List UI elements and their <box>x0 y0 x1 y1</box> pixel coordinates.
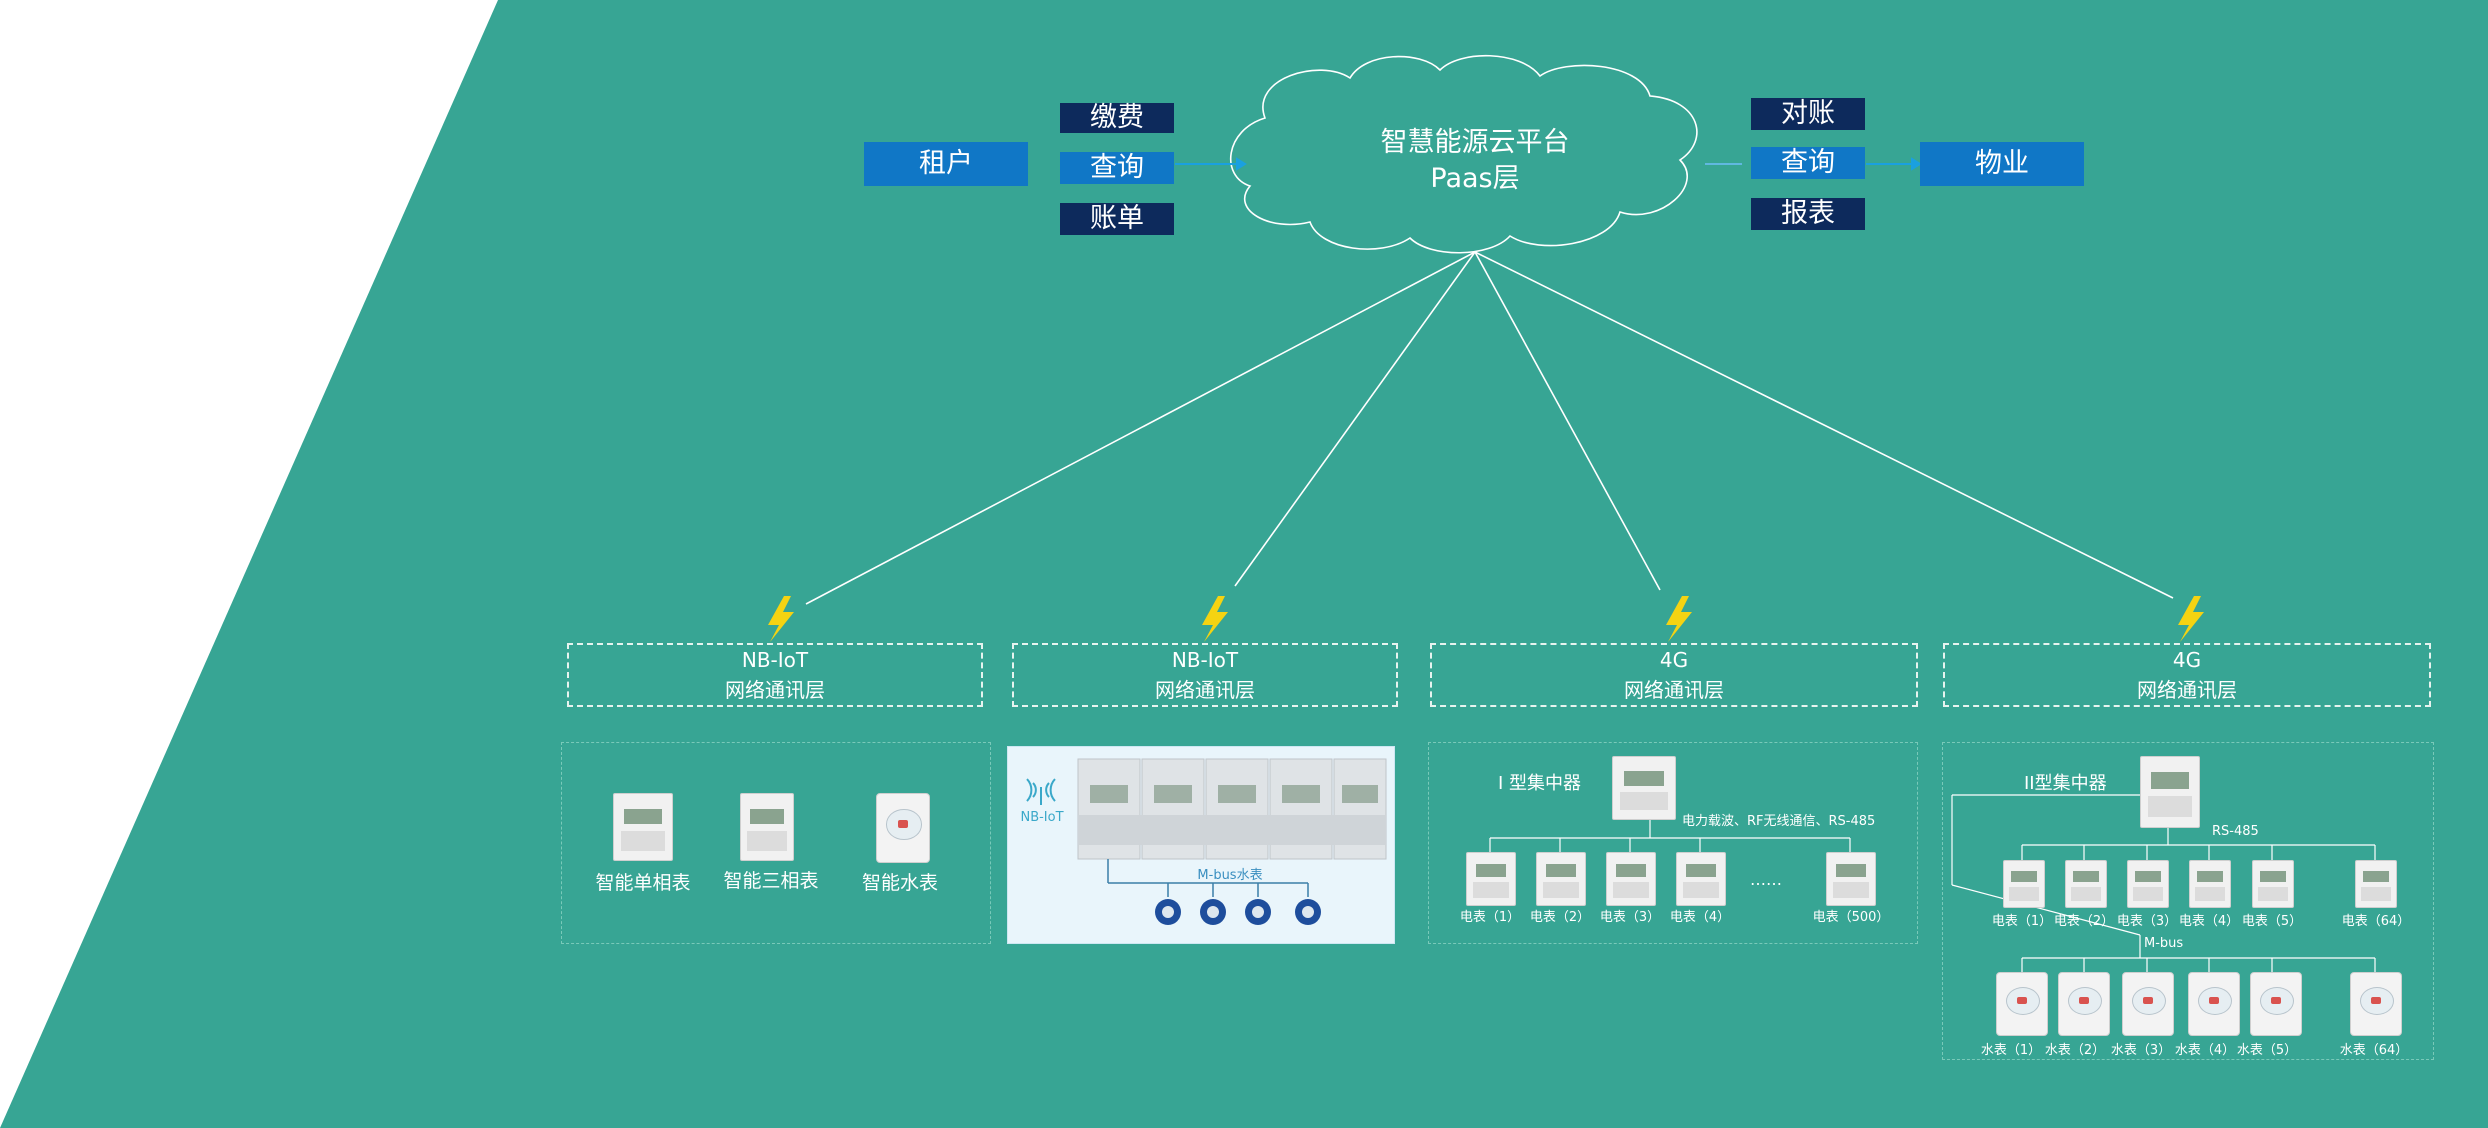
property-report: 报表 <box>1751 198 1865 230</box>
cloud-connectors <box>805 251 2174 605</box>
elec-meter-label: 电表（4） <box>2178 914 2240 929</box>
elec-meter-label: 电表（2） <box>2053 914 2115 929</box>
ellipsis: …… <box>1750 870 1782 889</box>
mbus-wiring <box>1107 859 1309 897</box>
elec-meter-image <box>2252 860 2294 908</box>
layer-box-4g-1: 4G 网络通讯层 <box>1430 643 1918 707</box>
water-meter-label: 水表（2） <box>2044 1043 2106 1058</box>
layer-name: 网络通讯层 <box>2137 678 2237 702</box>
elec-meter-label: 电表（1） <box>1459 910 1521 925</box>
layer-box-nbiot-1: NB-IoT 网络通讯层 <box>567 643 983 707</box>
mbus-water-meters <box>1155 899 1321 925</box>
elec-meter-image <box>1466 852 1516 906</box>
elec-meter-image <box>1826 852 1876 906</box>
cloud-subtitle: Paas层 <box>1430 163 1520 194</box>
layer-proto: 4G <box>1659 648 1689 672</box>
mbus-label: M-bus <box>2144 936 2184 951</box>
flow-arrows <box>1175 157 1922 171</box>
elec-meter-image <box>2127 860 2169 908</box>
single-phase-meter-label: 智能单相表 <box>595 872 691 894</box>
water-meter-label: 水表（1） <box>1980 1043 2042 1058</box>
elec-meter-label: 电表（3） <box>1599 910 1661 925</box>
elec-meter-label: 电表（2） <box>1529 910 1591 925</box>
lightning-icon <box>1666 596 1692 642</box>
water-meter-label: 水表（5） <box>2236 1043 2298 1058</box>
nbiot-rack-illustration <box>1026 758 1387 925</box>
elec-meter-label: 电表（5） <box>2241 914 2303 929</box>
elec-meter-label: 电表（500） <box>1812 910 1890 925</box>
elec-meter-image <box>2355 860 2397 908</box>
elec-meter-image <box>1536 852 1586 906</box>
elec-meter-image <box>1676 852 1726 906</box>
tenant-query: 查询 <box>1060 152 1174 184</box>
concentrator1-comm: 电力载波、RF无线通信、RS-485 <box>1682 814 1876 829</box>
cloud-label: 智慧能源云平台 Paas层 <box>1305 125 1645 197</box>
lightning-icon <box>2178 596 2204 642</box>
group4-wiring <box>1951 794 2376 972</box>
layer-proto: 4G <box>2172 648 2202 672</box>
elec-meter-label: 电表（3） <box>2116 914 2178 929</box>
rs485-label: RS-485 <box>2212 824 2259 839</box>
concentrator1-image <box>1612 756 1676 820</box>
water-meter-image <box>2058 972 2110 1036</box>
cloud-shape <box>1229 54 1698 254</box>
layer-name: 网络通讯层 <box>1624 678 1724 702</box>
nbiot-signal-icon <box>1026 778 1056 805</box>
single-phase-meter-image <box>613 793 673 861</box>
elec-meter-label: 电表（64） <box>2341 914 2411 929</box>
water-meter-image <box>2250 972 2302 1036</box>
tenant-pay: 缴费 <box>1060 103 1174 133</box>
water-meter-image <box>2188 972 2240 1036</box>
property-box: 物业 <box>1920 142 2084 186</box>
concentrator2-image <box>2140 756 2200 828</box>
property-reconcile: 对账 <box>1751 98 1865 130</box>
concentrator1-title: Ⅰ 型集中器 <box>1498 773 1582 794</box>
three-phase-meter-image <box>740 793 794 861</box>
water-meter-image <box>2350 972 2402 1036</box>
layer-name: 网络通讯层 <box>725 678 825 702</box>
lightning-icons <box>768 596 2204 642</box>
three-phase-meter-label: 智能三相表 <box>723 870 819 892</box>
tenant-box: 租户 <box>864 142 1028 186</box>
group3-box <box>1428 742 1918 944</box>
group1-box <box>561 742 991 944</box>
cloud-title: 智慧能源云平台 <box>1380 127 1570 158</box>
nbiot-rack-panel <box>1007 746 1395 944</box>
nbiot-label: NB-IoT <box>1020 810 1064 825</box>
elec-meter-label: 电表（1） <box>1991 914 2053 929</box>
layer-proto: NB-IoT <box>1171 648 1239 672</box>
elec-meter-image <box>2189 860 2231 908</box>
property-query: 查询 <box>1751 147 1865 179</box>
mbus-water-label: M-bus水表 <box>1197 868 1263 883</box>
lightning-icon <box>768 596 794 642</box>
elec-meter-label: 电表（4） <box>1669 910 1731 925</box>
layer-name: 网络通讯层 <box>1155 678 1255 702</box>
water-meter-image <box>2122 972 2174 1036</box>
water-meter-label: 水表（3） <box>2110 1043 2172 1058</box>
water-meter-label: 水表（64） <box>2339 1043 2409 1058</box>
water-meter-image <box>876 793 930 863</box>
layer-box-4g-2: 4G 网络通讯层 <box>1943 643 2431 707</box>
layer-proto: NB-IoT <box>741 648 809 672</box>
concentrator2-title: II型集中器 <box>2024 773 2107 794</box>
elec-meter-image <box>1606 852 1656 906</box>
elec-meter-image <box>2003 860 2045 908</box>
water-meter-label: 水表（4） <box>2174 1043 2236 1058</box>
elec-meter-image <box>2065 860 2107 908</box>
group4-box <box>1942 742 2434 1060</box>
layer-box-nbiot-2: NB-IoT 网络通讯层 <box>1012 643 1398 707</box>
water-meter-image <box>1996 972 2048 1036</box>
lightning-icon <box>1202 596 1228 642</box>
water-meter-label: 智能水表 <box>861 872 938 894</box>
tenant-bill: 账单 <box>1060 203 1174 235</box>
group3-wiring <box>1489 818 1851 852</box>
rack-meters <box>1077 758 1387 860</box>
